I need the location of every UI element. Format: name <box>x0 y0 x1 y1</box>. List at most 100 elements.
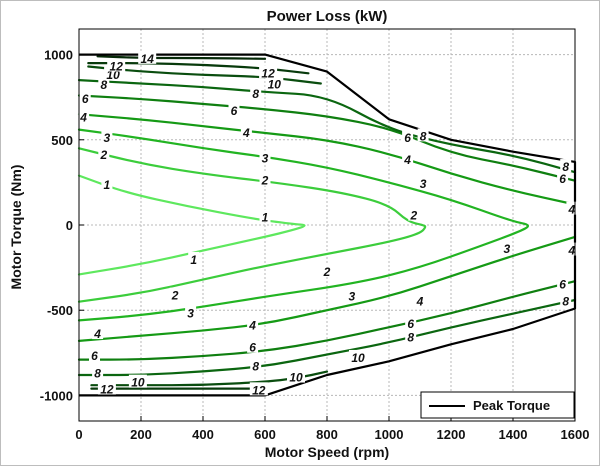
y-tick-label: -1000 <box>40 388 73 403</box>
contour-label: 2 <box>261 174 269 188</box>
contour-label-bg <box>247 339 259 353</box>
contour-label: 6 <box>407 317 414 331</box>
grid <box>79 29 575 421</box>
contour-labels: 1112222233333344444444666666668888888810… <box>78 50 578 397</box>
contour-label-bg <box>138 50 157 64</box>
contour-label-bg <box>98 147 110 161</box>
contour-label-bg <box>566 201 578 215</box>
contour-label-bg <box>92 365 104 379</box>
contour-label: 8 <box>100 78 107 92</box>
contour-label-bg <box>349 349 367 363</box>
legend: Peak Torque <box>420 391 575 419</box>
contour-label: 8 <box>407 330 414 344</box>
x-tick-label: 1000 <box>375 427 404 442</box>
contour-label-bg <box>249 382 268 396</box>
contour-label-bg <box>169 287 181 301</box>
contour-label: 4 <box>416 295 424 309</box>
contour-label: 10 <box>268 77 282 91</box>
contour-label-bg <box>79 90 91 104</box>
contour-label: 10 <box>351 351 365 365</box>
y-tick-label: 500 <box>51 133 73 148</box>
plot-border <box>78 28 576 422</box>
contour-label: 12 <box>100 382 114 396</box>
contour-label: 3 <box>262 152 269 166</box>
contour-label: 12 <box>252 383 266 397</box>
contour-label: 8 <box>252 359 259 373</box>
contour-label-bg <box>185 305 197 319</box>
contour-label: 6 <box>559 172 566 186</box>
contour-label: 4 <box>248 319 256 333</box>
contour-line-4 <box>77 235 577 342</box>
contour-label-bg <box>228 102 240 116</box>
chart-title: Power Loss (kW) <box>267 8 388 25</box>
contour-label: 6 <box>231 104 238 118</box>
contour-label: 3 <box>420 177 427 191</box>
contour-label: 3 <box>503 242 510 256</box>
contour-line-2 <box>77 147 427 303</box>
contour-line-6 <box>77 94 577 182</box>
contour-label: 4 <box>79 111 87 125</box>
contour-label-bg <box>89 348 100 362</box>
contour-label-bg <box>557 170 569 184</box>
contour-label: 4 <box>568 244 576 258</box>
contour-label: 2 <box>323 265 331 279</box>
y-tick-label: 0 <box>66 218 73 233</box>
contour-label-bg <box>259 172 271 186</box>
contour-label: 3 <box>187 307 194 321</box>
contour-label: 8 <box>252 87 259 101</box>
contour-line-6 <box>77 280 577 361</box>
contour-label-bg <box>78 109 90 123</box>
contour-label: 4 <box>568 203 576 217</box>
contour-label-bg <box>408 207 420 221</box>
x-tick-label: 1400 <box>499 427 528 442</box>
contour-label: 6 <box>91 349 98 363</box>
contour-line-14 <box>96 55 267 60</box>
contour-label-bg <box>405 315 417 329</box>
contour-label-bg <box>560 293 572 307</box>
contour-label: 6 <box>404 131 411 145</box>
contour-label: 1 <box>262 210 269 224</box>
contour-label-bg <box>188 251 200 265</box>
contour-label: 12 <box>261 66 275 80</box>
contour-label-bg <box>247 317 259 331</box>
contour-label-bg <box>557 276 569 290</box>
x-tick-label: 0 <box>75 427 82 442</box>
contour-label-bg <box>417 176 429 190</box>
contour-label-bg <box>402 152 414 166</box>
contour-label-bg <box>98 77 110 91</box>
contour-label: 10 <box>289 371 303 385</box>
contour-label-bg <box>346 288 358 302</box>
contour-label-bg <box>417 128 429 142</box>
contour-line-4 <box>77 113 577 206</box>
contour-label-bg <box>259 150 271 164</box>
contour-label-bg <box>128 374 147 388</box>
contour-label-bg <box>321 263 333 277</box>
x-tick-label: 800 <box>316 427 338 442</box>
contour-label-bg <box>101 130 113 144</box>
contour-label-bg <box>250 358 262 372</box>
contour-label-bg <box>405 329 417 343</box>
contour-label: 6 <box>249 341 256 355</box>
contour-label-bg <box>92 326 104 340</box>
contour-label-bg <box>265 76 284 90</box>
x-tick-label: 1200 <box>437 427 466 442</box>
contour-label: 2 <box>171 289 179 303</box>
contour-label-bg <box>414 293 426 307</box>
x-axis-label: Motor Speed (rpm) <box>265 444 389 460</box>
contour-label-bg <box>107 58 126 72</box>
y-tick-label: -500 <box>47 303 73 318</box>
x-tick-label: 200 <box>130 427 152 442</box>
contour-label-bg <box>566 242 578 256</box>
contour-label-bg <box>560 159 572 173</box>
contour-label: 4 <box>93 327 101 341</box>
y-axis-label: Motor Torque (Nm) <box>8 165 24 290</box>
contour-label: 8 <box>562 295 569 309</box>
contour-label: 8 <box>94 366 101 380</box>
contour-label-bg <box>240 124 252 138</box>
contour-label: 2 <box>409 209 417 223</box>
contour-label-bg <box>101 176 113 190</box>
contour-label: 8 <box>562 160 569 174</box>
legend-box <box>420 391 575 419</box>
